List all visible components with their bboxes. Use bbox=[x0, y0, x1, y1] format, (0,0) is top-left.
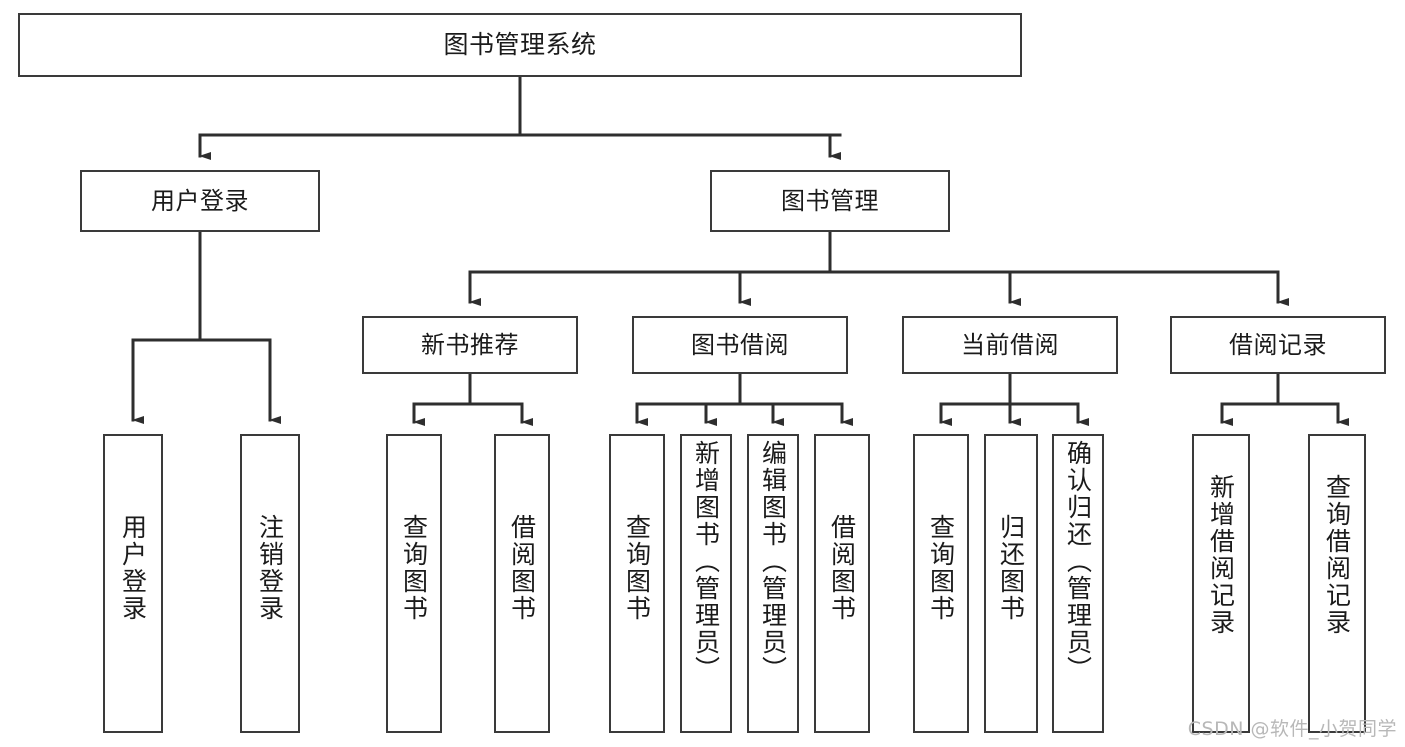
node-book-manage-label: 图书管理 bbox=[781, 186, 879, 215]
node-leaf-add-record[interactable]: 新增借阅记录 bbox=[1192, 434, 1250, 733]
node-leaf-logout-label: 注销登录 bbox=[255, 514, 285, 622]
csdn-watermark: CSDN @软件_小贺同学 bbox=[1187, 718, 1397, 740]
node-borrow-record[interactable]: 借阅记录 bbox=[1170, 316, 1386, 374]
node-leaf-query-book-1-label: 查询图书 bbox=[399, 514, 429, 622]
node-book-borrow[interactable]: 图书借阅 bbox=[632, 316, 848, 374]
node-leaf-add-book[interactable]: 新增图书（管理员） bbox=[680, 434, 732, 733]
node-leaf-return-book-label: 归还图书 bbox=[996, 514, 1026, 622]
node-user-login[interactable]: 用户登录 bbox=[80, 170, 320, 232]
node-new-book-rec-label: 新书推荐 bbox=[421, 330, 519, 359]
node-leaf-query-book-3[interactable]: 查询图书 bbox=[913, 434, 969, 733]
node-leaf-borrow-book-2[interactable]: 借阅图书 bbox=[814, 434, 870, 733]
node-leaf-query-record-label: 查询借阅记录 bbox=[1322, 474, 1352, 636]
node-leaf-query-book-2[interactable]: 查询图书 bbox=[609, 434, 665, 733]
node-leaf-user-login-label: 用户登录 bbox=[118, 514, 148, 622]
node-leaf-borrow-book-1[interactable]: 借阅图书 bbox=[494, 434, 550, 733]
node-root-label: 图书管理系统 bbox=[443, 30, 597, 60]
node-leaf-logout[interactable]: 注销登录 bbox=[240, 434, 300, 733]
node-new-book-rec[interactable]: 新书推荐 bbox=[362, 316, 578, 374]
node-leaf-query-book-1[interactable]: 查询图书 bbox=[386, 434, 442, 733]
node-book-borrow-label: 图书借阅 bbox=[691, 330, 789, 359]
node-leaf-borrow-book-2-label: 借阅图书 bbox=[827, 514, 857, 622]
node-book-manage[interactable]: 图书管理 bbox=[710, 170, 950, 232]
node-current-borrow-label: 当前借阅 bbox=[961, 330, 1059, 359]
node-leaf-confirm-return[interactable]: 确认归还（管理员） bbox=[1052, 434, 1104, 733]
node-root[interactable]: 图书管理系统 bbox=[18, 13, 1022, 77]
node-leaf-add-book-label: 新增图书（管理员） bbox=[691, 440, 721, 683]
node-leaf-user-login[interactable]: 用户登录 bbox=[103, 434, 163, 733]
node-leaf-edit-book[interactable]: 编辑图书（管理员） bbox=[747, 434, 799, 733]
node-leaf-confirm-return-label: 确认归还（管理员） bbox=[1063, 440, 1093, 683]
node-user-login-label: 用户登录 bbox=[151, 186, 249, 215]
node-leaf-return-book[interactable]: 归还图书 bbox=[984, 434, 1038, 733]
node-current-borrow[interactable]: 当前借阅 bbox=[902, 316, 1118, 374]
node-leaf-add-record-label: 新增借阅记录 bbox=[1206, 474, 1236, 636]
node-leaf-borrow-book-1-label: 借阅图书 bbox=[507, 514, 537, 622]
node-leaf-query-book-2-label: 查询图书 bbox=[622, 514, 652, 622]
node-leaf-query-record[interactable]: 查询借阅记录 bbox=[1308, 434, 1366, 733]
node-leaf-edit-book-label: 编辑图书（管理员） bbox=[758, 440, 788, 683]
node-borrow-record-label: 借阅记录 bbox=[1229, 330, 1327, 359]
node-leaf-query-book-3-label: 查询图书 bbox=[926, 514, 956, 622]
